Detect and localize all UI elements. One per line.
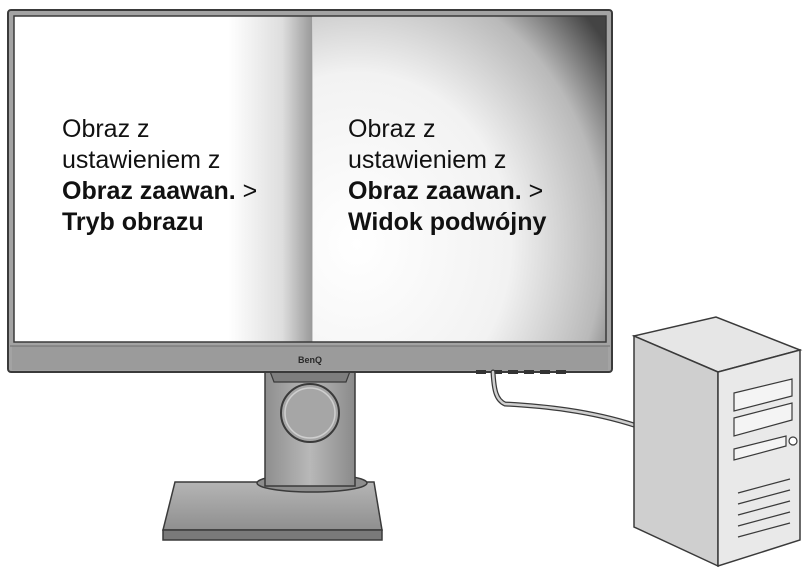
left-caption-line2: ustawieniem z xyxy=(62,145,257,176)
pc-tower xyxy=(634,317,800,566)
left-menu-separator: > xyxy=(236,177,258,205)
right-caption-line3: Obraz zaawan. > xyxy=(348,176,546,207)
right-menu-separator: > xyxy=(522,177,544,205)
video-cable xyxy=(493,372,640,427)
right-pane-caption: Obraz z ustawieniem z Obraz zaawan. > Wi… xyxy=(348,114,546,238)
right-caption-line1: Obraz z xyxy=(348,114,546,145)
left-menu-name: Obraz zaawan. xyxy=(62,177,236,205)
monitor-stand xyxy=(265,366,355,486)
brand-logo: BenQ xyxy=(298,355,322,365)
right-caption-line2: ustawieniem z xyxy=(348,145,546,176)
left-pane-caption: Obraz z ustawieniem z Obraz zaawan. > Tr… xyxy=(62,114,257,238)
left-menu-item: Tryb obrazu xyxy=(62,208,204,236)
right-menu-item: Widok podwójny xyxy=(348,208,546,236)
right-menu-name: Obraz zaawan. xyxy=(348,177,522,205)
left-caption-line1: Obraz z xyxy=(62,114,257,145)
right-caption-line4: Widok podwójny xyxy=(348,207,546,238)
left-caption-line4: Tryb obrazu xyxy=(62,207,257,238)
left-caption-line3: Obraz zaawan. > xyxy=(62,176,257,207)
